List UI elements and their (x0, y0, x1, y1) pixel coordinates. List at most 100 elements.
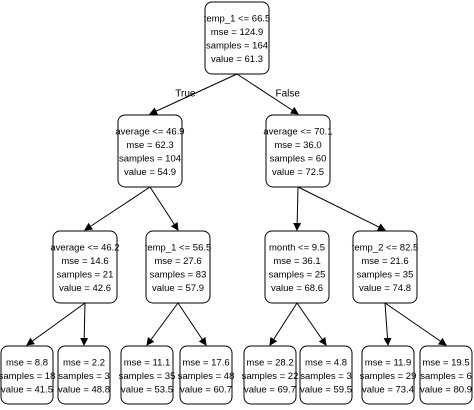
edge-n1-n4 (149, 186, 179, 231)
node-line: samples = 25 (269, 270, 326, 281)
node-line: value = 73.4 (362, 384, 414, 395)
node-box (419, 345, 473, 405)
node-box (299, 345, 353, 405)
node-line: samples = 104 (119, 154, 181, 165)
node-line: value = 59.5 (300, 384, 352, 395)
edge-n3-n7 (26, 302, 86, 346)
node-line: samples = 48 (178, 371, 235, 382)
node-line: mse = 17.6 (182, 357, 229, 368)
node-box (361, 345, 415, 405)
edge-n0-n2 (236, 73, 299, 115)
edge-n2-n5 (293, 186, 302, 231)
edge-n6-n13 (383, 302, 392, 346)
node-line: value = 54.9 (124, 167, 176, 178)
node-line: mse = 4.8 (305, 357, 347, 368)
node-line: mse = 28.2 (246, 357, 293, 368)
node-line: value = 74.8 (359, 283, 411, 294)
node-line: mse = 2.2 (63, 357, 105, 368)
node-line: mse = 124.9 (211, 27, 264, 38)
node-box (0, 345, 54, 405)
node-line: samples = 60 (270, 154, 327, 165)
tree-node-n0: temp_1 <= 66.5 mse = 124.9 samples = 164 va… (204, 1, 271, 75)
tree-node-n12: mse = 4.8 samples = 3 value = 59.5 (299, 345, 353, 405)
node-line: samples = 6 (420, 371, 472, 382)
edge-n6-n14 (384, 302, 447, 346)
node-line: value = 72.5 (272, 167, 324, 178)
tree-node-n3: average <= 46.2 mse = 14.6 samples = 21 val… (50, 230, 120, 304)
node-line: samples = 21 (57, 270, 114, 281)
node-line: samples = 22 (242, 371, 299, 382)
node-box (52, 230, 118, 304)
node-line: temp_1 <= 56.5 (145, 243, 212, 254)
edge-n5-n11 (269, 302, 298, 346)
node-line: samples = 164 (206, 41, 268, 52)
node-line: month <= 9.5 (269, 243, 325, 254)
node-box (117, 114, 183, 188)
edge-label-true: True (175, 89, 196, 100)
node-line: average <= 46.2 (50, 243, 119, 254)
node-box (57, 345, 111, 405)
node-line: value = 80.9 (420, 384, 472, 395)
node-line: mse = 19.5 (422, 357, 469, 368)
tree-node-n6: temp_2 <= 82.5 mse = 21.6 samples = 35 valu… (352, 230, 419, 304)
node-line: samples = 3 (300, 371, 352, 382)
node-line: samples = 3 (58, 371, 110, 382)
edge-n2-n6 (297, 186, 386, 231)
node-box (179, 345, 233, 405)
edge-label-false: False (276, 89, 301, 100)
tree-node-n5: month <= 9.5 mse = 36.1 samples = 25 value … (264, 230, 330, 304)
node-line: mse = 62.3 (126, 140, 173, 151)
node-line: value = 60.7 (180, 384, 232, 395)
node-line: mse = 21.6 (361, 256, 408, 267)
edges-layer: True False (26, 73, 447, 346)
node-line: value = 68.6 (271, 283, 323, 294)
node-box (264, 230, 330, 304)
node-line: mse = 8.8 (6, 357, 48, 368)
node-line: mse = 11.9 (365, 357, 412, 368)
node-line: samples = 35 (119, 371, 176, 382)
node-line: mse = 14.6 (61, 256, 108, 267)
node-line: average <= 70.1 (263, 127, 332, 138)
tree-node-n7: mse = 8.8 samples = 18 value = 41.5 (0, 345, 55, 405)
node-box (243, 345, 297, 405)
node-line: samples = 83 (150, 270, 207, 281)
node-box (145, 230, 211, 304)
tree-node-n4: temp_1 <= 56.5 mse = 27.6 samples = 83 valu… (145, 230, 212, 304)
node-line: value = 42.6 (59, 283, 111, 294)
edge-n1-n3 (84, 186, 151, 231)
node-line: value = 57.9 (152, 283, 204, 294)
tree-node-n11: mse = 28.2 samples = 22 value = 69.7 (242, 345, 299, 405)
node-line: value = 41.5 (1, 384, 53, 395)
tree-node-n8: mse = 2.2 samples = 3 value = 48.8 (57, 345, 111, 405)
node-line: value = 69.7 (244, 384, 296, 395)
tree-node-n9: mse = 11.1 samples = 35 value = 53.5 (119, 345, 176, 405)
node-line: value = 53.5 (121, 384, 173, 395)
node-line: mse = 27.6 (154, 256, 201, 267)
node-line: mse = 36.1 (273, 256, 320, 267)
node-line: average <= 46.9 (115, 127, 184, 138)
tree-node-n2: average <= 70.1 mse = 36.0 samples = 60 val… (263, 114, 333, 188)
node-line: value = 61.3 (211, 54, 263, 65)
tree-node-n14: mse = 19.5 samples = 6 value = 80.9 (419, 345, 473, 405)
node-line: mse = 36.0 (274, 140, 321, 151)
tree-node-n10: mse = 17.6 samples = 48 value = 60.7 (178, 345, 235, 405)
node-line: samples = 18 (0, 371, 55, 382)
node-line: temp_1 <= 66.5 (204, 14, 271, 25)
edge-n4-n10 (177, 302, 207, 346)
edge-n3-n8 (80, 302, 89, 346)
node-box (265, 114, 331, 188)
edge-n0-n1 (149, 73, 238, 115)
tree-node-n1: average <= 46.9 mse = 62.3 samples = 104 va… (115, 114, 185, 188)
node-line: mse = 11.1 (124, 357, 171, 368)
node-line: temp_2 <= 82.5 (352, 243, 419, 254)
node-line: samples = 35 (357, 270, 414, 281)
node-box (120, 345, 174, 405)
edge-n4-n9 (146, 302, 179, 346)
node-box (352, 230, 418, 304)
edge-n5-n12 (296, 302, 327, 346)
node-line: value = 48.8 (58, 384, 110, 395)
node-box (204, 1, 270, 75)
